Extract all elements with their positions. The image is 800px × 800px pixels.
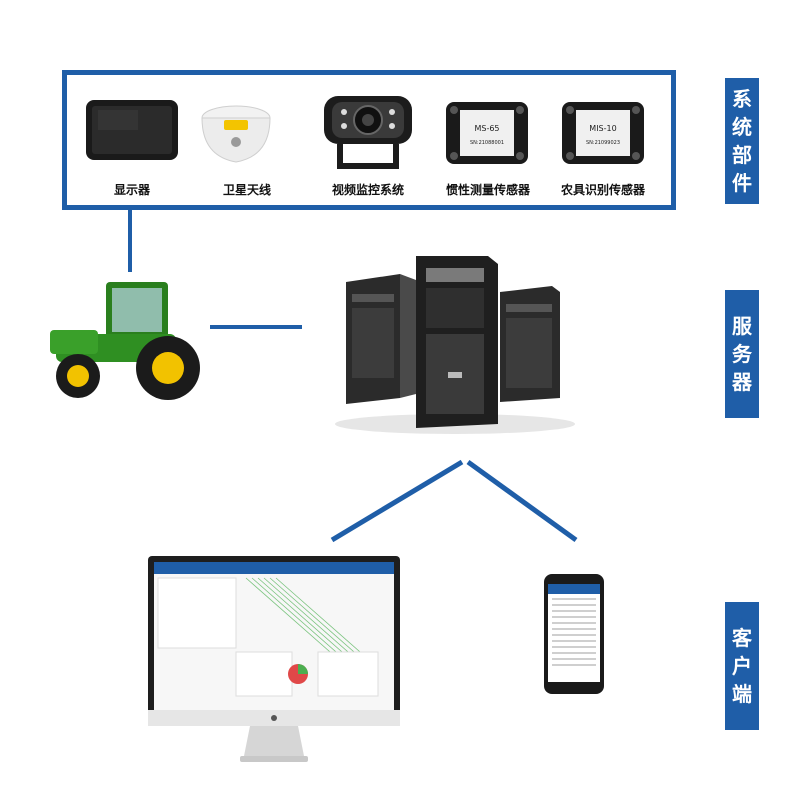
camera-label: 视频监控系统 <box>331 183 404 197</box>
side-char: 服 <box>732 314 752 338</box>
implement-serial-text: SN:21099023 <box>585 140 621 146</box>
imu-serial-text: SN:21088001 <box>469 140 505 146</box>
side-char: 户 <box>732 654 752 678</box>
connector-tractor-to-server <box>210 325 302 329</box>
connector-server-to-desktop <box>330 459 464 543</box>
tractor-image <box>48 272 208 402</box>
side-char: 器 <box>732 370 752 394</box>
side-char: 客 <box>732 626 752 650</box>
side-char: 端 <box>732 682 752 706</box>
imu-label: 惯性测量传感器 <box>445 183 530 197</box>
imu-sensor-image: MS-65 SN:21088001 <box>444 98 530 168</box>
implement-model-text: MIS-10 <box>589 124 617 133</box>
display-label: 显示器 <box>113 183 150 197</box>
side-char: 系 <box>732 87 752 111</box>
server-image <box>330 248 575 438</box>
side-label-server: 服 务 器 <box>725 290 759 418</box>
implement-sensor-image: MIS-10 SN:21099023 <box>560 98 646 168</box>
implement-label: 农具识别传感器 <box>560 183 645 197</box>
camera-image <box>322 92 414 172</box>
desktop-client-image[interactable] <box>146 556 402 772</box>
phone-client-image[interactable] <box>544 574 604 694</box>
side-char: 务 <box>732 342 752 366</box>
side-label-system-parts: 系 统 部 件 <box>725 78 759 204</box>
display-device-image <box>84 98 180 164</box>
connector-frame-to-tractor <box>128 210 132 272</box>
side-char: 件 <box>732 171 752 195</box>
side-char: 部 <box>732 143 752 167</box>
satellite-antenna-image <box>200 98 272 166</box>
side-char: 统 <box>732 115 752 139</box>
imu-model-text: MS-65 <box>474 124 500 133</box>
antenna-label: 卫星天线 <box>222 183 271 197</box>
side-label-client: 客 户 端 <box>725 602 759 730</box>
connector-server-to-phone <box>466 459 578 543</box>
